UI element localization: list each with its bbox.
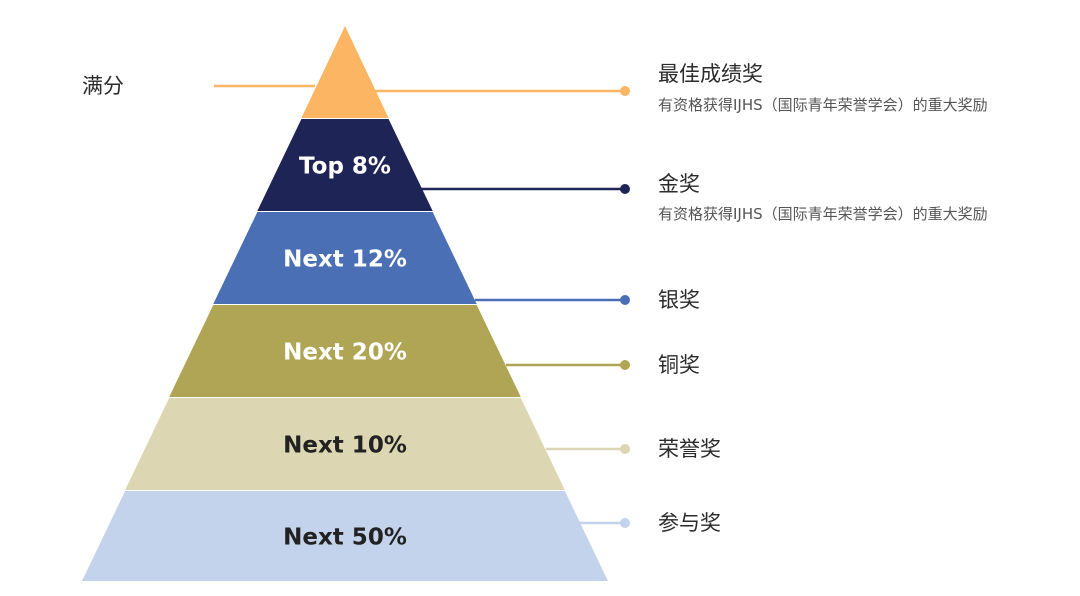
award-description: 有资格获得IJHS（国际青年荣誉学会）的重大奖励 <box>658 96 988 114</box>
pyramid-tier-3 <box>169 305 521 397</box>
award-name: 参与奖 <box>658 511 721 535</box>
pyramid-tier-0 <box>301 26 389 118</box>
connector-dot-icon <box>620 444 630 454</box>
full-score-label: 满分 <box>82 74 124 98</box>
award-name: 铜奖 <box>658 353 700 377</box>
tier-label: Top 8% <box>299 154 391 180</box>
pyramid-tier-5 <box>82 491 608 581</box>
tier-label: Next 10% <box>283 433 407 459</box>
award-name: 金奖 <box>658 172 700 196</box>
pyramid-tier-2 <box>213 212 477 304</box>
award-name: 最佳成绩奖 <box>658 62 763 86</box>
award-description: 有资格获得IJHS（国际青年荣誉学会）的重大奖励 <box>658 205 988 223</box>
pyramid-tier-4 <box>125 398 565 490</box>
pyramid-tier-1 <box>257 119 433 211</box>
award-name: 银奖 <box>658 288 700 312</box>
connector-dot-icon <box>620 518 630 528</box>
connector-dot-icon <box>620 360 630 370</box>
tier-label: Next 20% <box>283 340 407 366</box>
connector-dot-icon <box>620 184 630 194</box>
award-name: 荣誉奖 <box>658 437 721 461</box>
tier-label: Next 50% <box>283 525 407 551</box>
connector-dot-icon <box>620 295 630 305</box>
tier-label: Next 12% <box>283 247 407 273</box>
connector-dot-icon <box>620 86 630 96</box>
